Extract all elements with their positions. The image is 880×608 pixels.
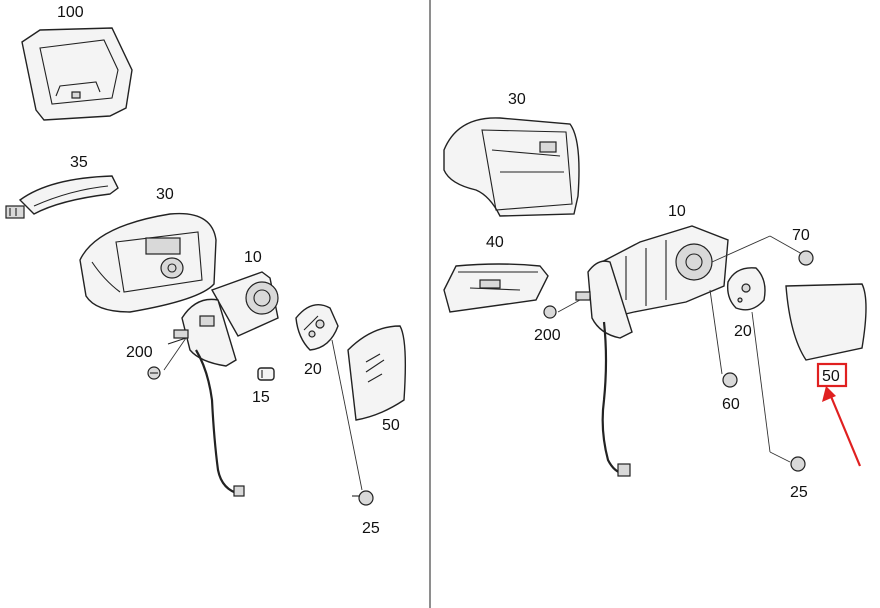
- wire-harness: [195, 349, 241, 496]
- part-40-cover[interactable]: [443, 263, 549, 313]
- label-20: 20: [304, 361, 322, 378]
- label-50: 50: [382, 417, 400, 434]
- label-25: 25: [362, 520, 380, 537]
- label-200: 200: [126, 344, 153, 361]
- label-35: 35: [70, 154, 88, 171]
- leader-20-25: [331, 339, 363, 491]
- label-30: 30: [508, 91, 526, 108]
- label-70: 70: [792, 227, 810, 244]
- arrow-up-left-icon: [822, 386, 862, 467]
- part-50-mirror-glass[interactable]: [347, 325, 407, 421]
- left-panel: 100 35 30 10 200 15 20 50 25: [5, 4, 407, 537]
- highlight-box-50: [816, 362, 848, 388]
- part-30-mirror-housing[interactable]: [443, 117, 580, 217]
- part-70-screw[interactable]: [711, 235, 814, 266]
- part-60-screw[interactable]: [709, 289, 738, 388]
- label-10: 10: [668, 203, 686, 220]
- label-20: 20: [734, 323, 752, 340]
- part-10-mirror-base-adjuster[interactable]: [167, 271, 279, 367]
- part-25-screw[interactable]: [769, 451, 806, 472]
- part-35-turn-signal[interactable]: [5, 175, 119, 219]
- label-50: 50: [822, 368, 840, 385]
- part-50-mirror-glass[interactable]: [785, 283, 867, 361]
- label-100: 100: [57, 4, 84, 21]
- label-30: 30: [156, 186, 174, 203]
- wire-harness: [601, 321, 625, 476]
- part-10-mirror-base-adjuster[interactable]: [575, 225, 729, 339]
- leader-20-25: [751, 311, 771, 453]
- part-200-screw[interactable]: [147, 337, 187, 380]
- part-30-mirror-housing[interactable]: [79, 212, 217, 313]
- part-15-clip[interactable]: [257, 367, 275, 381]
- label-40: 40: [486, 234, 504, 251]
- part-200-screw[interactable]: [543, 299, 581, 319]
- connector: [233, 485, 245, 497]
- part-20-backing-plate[interactable]: [726, 267, 766, 311]
- label-15: 15: [252, 389, 270, 406]
- label-200: 200: [534, 327, 561, 344]
- part-100-mirror-cover[interactable]: [21, 27, 133, 121]
- part-25-screw[interactable]: [352, 490, 374, 506]
- connector: [617, 463, 631, 477]
- label-60: 60: [722, 396, 740, 413]
- label-25: 25: [790, 484, 808, 501]
- right-panel: 30 10 40 70 200 20 60 50 25: [443, 91, 867, 501]
- part-20-backing-plate[interactable]: [295, 304, 339, 351]
- label-10: 10: [244, 249, 262, 266]
